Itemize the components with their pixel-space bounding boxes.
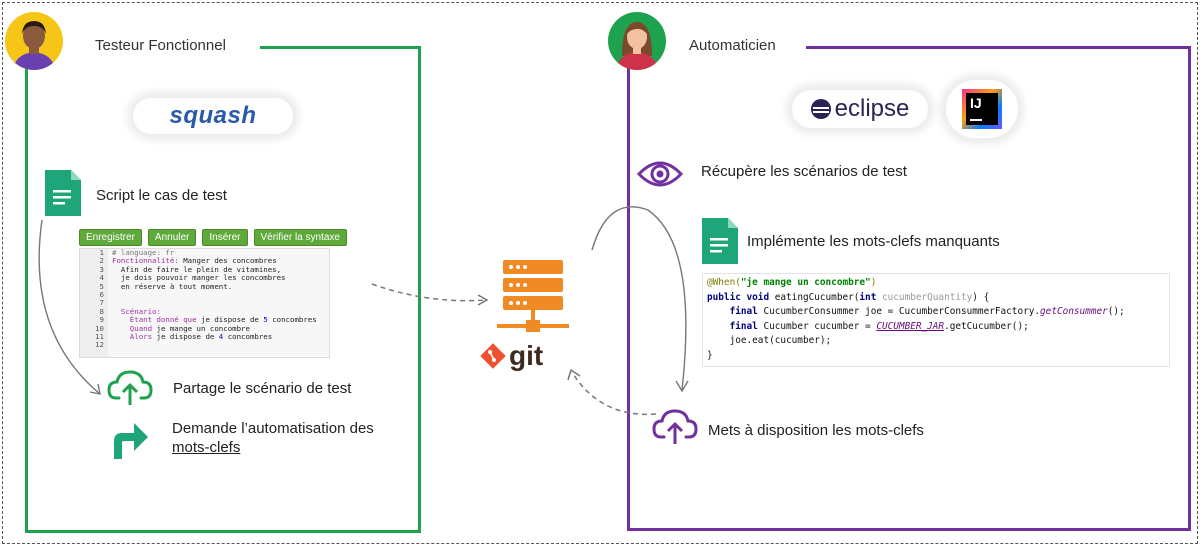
check-syntax-button[interactable]: Vérifier la syntaxe (253, 229, 347, 246)
code-line: joe.eat(cucumber); (707, 335, 832, 346)
line-number: 5 (99, 281, 104, 291)
code-line: Alors je dispose de 4 concombres (112, 332, 273, 342)
squash-logo: squash (133, 98, 293, 134)
java-code-block: @When("je mange un concombre") public voi… (702, 273, 1170, 367)
tester-frame-top (260, 46, 418, 49)
step-script-label: Script le cas de test (96, 187, 227, 204)
code-line: @When("je mange un concombre") (707, 277, 877, 288)
code-line: Afin de faire le plein de vitamines, (112, 264, 282, 274)
code-line: # language: fr (112, 248, 175, 257)
automation-avatar (608, 12, 666, 70)
flow-arrow-repository-to-automation (591, 206, 689, 393)
insert-button[interactable]: Insérer (202, 229, 248, 246)
tester-avatar (5, 12, 63, 70)
flow-arrow-provide-to-repository (567, 368, 657, 416)
line-number: 9 (99, 315, 104, 325)
eclipse-icon (810, 99, 831, 119)
save-button[interactable]: Enregistrer (79, 229, 142, 246)
automation-frame (627, 46, 1191, 531)
step-provide-label: Mets à disposition les mots-clefs (708, 422, 924, 439)
code-line: final Cucumber cucumber = CUCUMBER_JAR.g… (707, 320, 1029, 332)
editor-toolbar: Enregistrer Annuler Insérer Vérifier la … (79, 229, 347, 246)
step-retrieve-label: Récupère les scénarios de test (701, 163, 907, 180)
automation-frame-top (806, 46, 1188, 49)
line-number: 1 (99, 248, 104, 257)
line-number: 3 (99, 264, 104, 274)
eclipse-logo-text: eclipse (834, 95, 910, 122)
intellij-logo: IJ (946, 80, 1018, 138)
cancel-button[interactable]: Annuler (147, 229, 197, 246)
step-implement-label: Implémente les mots-clefs manquants (747, 233, 1000, 250)
step-request-label: Demande l’automatisation des mots-clefs (172, 419, 374, 457)
role-label-automation: Automaticien (689, 37, 776, 54)
step-request-line1: Demande l’automatisation des (172, 420, 374, 437)
server-icon (497, 260, 569, 336)
eye-icon (636, 156, 684, 192)
line-number-gutter: 1 2 3 4 5 6 7 8 9 10 11 12 (80, 248, 108, 357)
git-logo-text: git (509, 340, 544, 371)
line-number: 11 (95, 332, 104, 342)
code-line: final CucumberConsummer joe = CucumberCo… (707, 306, 1125, 317)
eclipse-logo: eclipse (792, 90, 928, 128)
cloud-upload-icon-share (107, 368, 153, 408)
document-icon-implement (702, 218, 738, 264)
line-number: 2 (99, 256, 104, 266)
git-logo: git (480, 340, 543, 372)
code-line: public void eatingCucumber(int cucumberQ… (707, 291, 990, 303)
line-number: 4 (99, 273, 104, 283)
code-line: Fonctionnalité: Manger des concombres (112, 256, 277, 266)
code-line: Scénario: (112, 306, 161, 316)
document-icon-script (45, 170, 81, 216)
flow-arrow-script-to-share (38, 219, 101, 395)
intellij-logo-text: IJ (970, 95, 982, 111)
squash-logo-text: squash (169, 102, 257, 129)
code-line: je dois pouvoir manger les concombres (112, 273, 286, 283)
git-icon (480, 343, 506, 369)
step-request-line2: mots-clefs (172, 439, 241, 456)
code-line: Étant donné que je dispose de 5 concombr… (112, 315, 317, 325)
code-line: Quand je mange un concombre (112, 323, 250, 333)
gherkin-editor: 1 2 3 4 5 6 7 8 9 10 11 12 # language: f… (79, 248, 330, 358)
line-number: 8 (99, 306, 104, 316)
forward-arrow-icon (108, 419, 150, 459)
tester-frame (25, 46, 421, 533)
cloud-upload-icon-provide (652, 407, 698, 447)
step-share-label: Partage le scénario de test (173, 380, 352, 397)
role-label-tester: Testeur Fonctionnel (95, 37, 226, 54)
flow-arrow-to-repository (371, 283, 489, 306)
code-line: } (707, 349, 713, 361)
code-line: en réserve à tout moment. (112, 281, 233, 291)
line-number: 10 (95, 323, 104, 333)
line-number: 7 (99, 298, 104, 308)
line-number: 6 (99, 290, 104, 300)
line-number: 12 (95, 340, 104, 350)
